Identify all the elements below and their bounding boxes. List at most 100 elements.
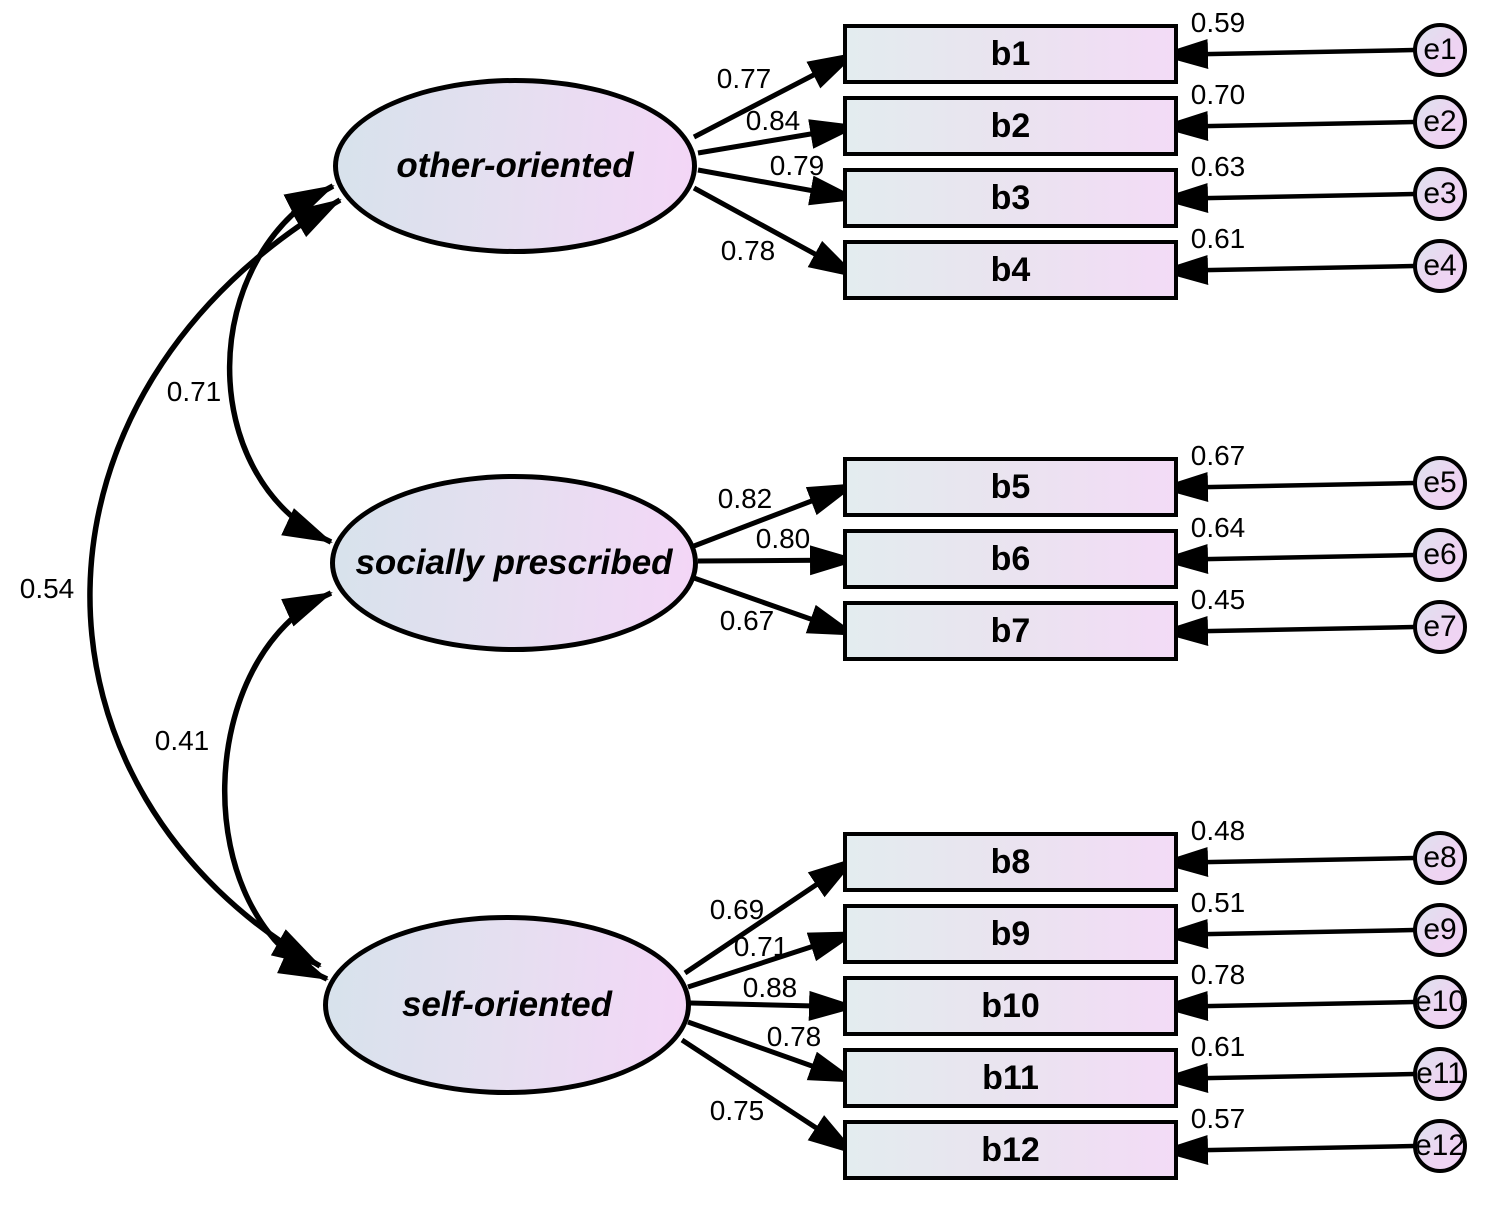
error-arrow-e3 bbox=[1158, 183, 1415, 214]
loading-arrow-b10 bbox=[689, 990, 859, 1021]
error-value-e6: 0.64 bbox=[1190, 512, 1246, 543]
error-arrow-e1 bbox=[1158, 39, 1415, 70]
error-circle-e5: e5 bbox=[1413, 456, 1467, 510]
error-label: e10 bbox=[1414, 985, 1466, 1018]
loading-value-b1: 0.77 bbox=[716, 63, 772, 94]
error-circle-e9: e9 bbox=[1413, 903, 1467, 957]
indicator-box-b8: b8 bbox=[843, 832, 1178, 892]
indicator-label: b1 bbox=[990, 34, 1031, 73]
error-value-e7: 0.45 bbox=[1190, 584, 1246, 615]
indicator-label: b8 bbox=[990, 842, 1031, 881]
error-value-e1: 0.59 bbox=[1190, 7, 1246, 38]
error-arrow-e7 bbox=[1158, 616, 1415, 647]
indicator-box-b4: b4 bbox=[843, 240, 1178, 300]
loading-arrow-b6 bbox=[697, 545, 860, 576]
indicator-label: b2 bbox=[990, 106, 1031, 145]
loading-value-b9: 0.71 bbox=[733, 931, 789, 962]
error-value-e11: 0.61 bbox=[1190, 1031, 1246, 1062]
error-circle-e11: e11 bbox=[1413, 1047, 1467, 1101]
error-circle-e7: e7 bbox=[1413, 600, 1467, 654]
loading-arrow-b9 bbox=[687, 929, 859, 990]
error-label: e1 bbox=[1423, 33, 1457, 66]
error-arrow-e12 bbox=[1158, 1135, 1415, 1166]
indicator-label: b11 bbox=[982, 1058, 1039, 1097]
error-value-e10: 0.78 bbox=[1190, 959, 1246, 990]
loading-arrow-b11 bbox=[687, 1019, 859, 1085]
loading-arrow-b8 bbox=[683, 855, 858, 976]
error-arrow-e10 bbox=[1158, 991, 1415, 1022]
loading-arrow-b5 bbox=[693, 481, 858, 549]
error-circle-e2: e2 bbox=[1413, 95, 1467, 149]
error-label: e8 bbox=[1423, 841, 1457, 874]
error-value-e5: 0.67 bbox=[1190, 440, 1246, 471]
loading-value-b6: 0.80 bbox=[755, 523, 811, 554]
indicator-label: b6 bbox=[990, 539, 1031, 578]
indicator-box-b5: b5 bbox=[843, 457, 1178, 517]
error-value-e8: 0.48 bbox=[1190, 815, 1246, 846]
error-circle-e6: e6 bbox=[1413, 528, 1467, 582]
error-circle-e3: e3 bbox=[1413, 167, 1467, 221]
error-circle-e1: e1 bbox=[1413, 23, 1467, 77]
error-arrow-e6 bbox=[1158, 544, 1415, 575]
indicator-box-b11: b11 bbox=[843, 1048, 1178, 1108]
indicator-label: b9 bbox=[990, 914, 1031, 953]
error-circle-e12: e12 bbox=[1413, 1119, 1467, 1173]
loading-value-b4: 0.78 bbox=[720, 235, 776, 266]
loading-arrow-b3 bbox=[697, 167, 860, 206]
error-label: e4 bbox=[1423, 249, 1457, 282]
error-value-e9: 0.51 bbox=[1190, 887, 1246, 918]
correlation-arc-socially-self bbox=[222, 590, 333, 982]
indicator-label: b5 bbox=[990, 467, 1031, 506]
latent-label: other-oriented bbox=[396, 146, 634, 185]
error-label: e5 bbox=[1423, 466, 1457, 499]
error-value-e12: 0.57 bbox=[1190, 1103, 1246, 1134]
indicator-label: b4 bbox=[990, 250, 1031, 289]
indicator-label: b10 bbox=[981, 986, 1040, 1025]
error-arrow-e2 bbox=[1158, 111, 1415, 142]
error-label: e2 bbox=[1423, 105, 1457, 138]
error-label: e9 bbox=[1423, 913, 1457, 946]
loading-value-b2: 0.84 bbox=[745, 105, 801, 136]
loading-value-b11: 0.78 bbox=[766, 1021, 822, 1052]
loading-value-b5: 0.82 bbox=[717, 483, 773, 514]
indicator-label: b12 bbox=[981, 1130, 1040, 1169]
error-circle-e4: e4 bbox=[1413, 239, 1467, 293]
error-circle-e10: e10 bbox=[1413, 975, 1467, 1029]
loading-value-b7: 0.67 bbox=[719, 605, 775, 636]
latent-label: socially prescribed bbox=[355, 543, 673, 582]
error-arrow-e11 bbox=[1158, 1063, 1415, 1094]
error-arrow-e5 bbox=[1158, 472, 1415, 503]
indicator-box-b6: b6 bbox=[843, 529, 1178, 589]
error-value-e2: 0.70 bbox=[1190, 79, 1246, 110]
correlation-arc-other-self bbox=[87, 197, 342, 969]
indicator-box-b12: b12 bbox=[843, 1120, 1178, 1180]
indicator-box-b3: b3 bbox=[843, 168, 1178, 228]
latent-other-oriented: other-oriented bbox=[333, 78, 697, 254]
error-arrow-e9 bbox=[1158, 919, 1415, 950]
loading-value-b10: 0.88 bbox=[742, 972, 798, 1003]
indicator-box-b10: b10 bbox=[843, 976, 1178, 1036]
error-label: e7 bbox=[1423, 610, 1457, 643]
indicator-label: b7 bbox=[990, 611, 1031, 650]
indicator-label: b3 bbox=[990, 178, 1031, 217]
error-label: e6 bbox=[1423, 538, 1457, 571]
latent-socially-prescribed: socially prescribed bbox=[330, 474, 698, 652]
error-value-e4: 0.61 bbox=[1190, 223, 1246, 254]
loading-arrow-b12 bbox=[680, 1037, 858, 1157]
loading-value-b8: 0.69 bbox=[709, 894, 765, 925]
error-label: e11 bbox=[1416, 1057, 1464, 1090]
loading-arrow-b7 bbox=[693, 575, 858, 638]
error-label: e3 bbox=[1423, 177, 1457, 210]
indicator-box-b2: b2 bbox=[843, 96, 1178, 156]
loading-arrow-b4 bbox=[692, 185, 859, 280]
indicator-box-b9: b9 bbox=[843, 904, 1178, 964]
error-arrow-e4 bbox=[1158, 255, 1415, 286]
loading-arrow-b2 bbox=[697, 119, 860, 156]
latent-label: self-oriented bbox=[401, 985, 613, 1024]
correlation-value-socially-self: 0.41 bbox=[154, 725, 210, 756]
correlation-value-other-self: 0.54 bbox=[19, 573, 75, 604]
error-arrow-e8 bbox=[1158, 847, 1415, 878]
loading-arrow-b1 bbox=[692, 50, 858, 140]
